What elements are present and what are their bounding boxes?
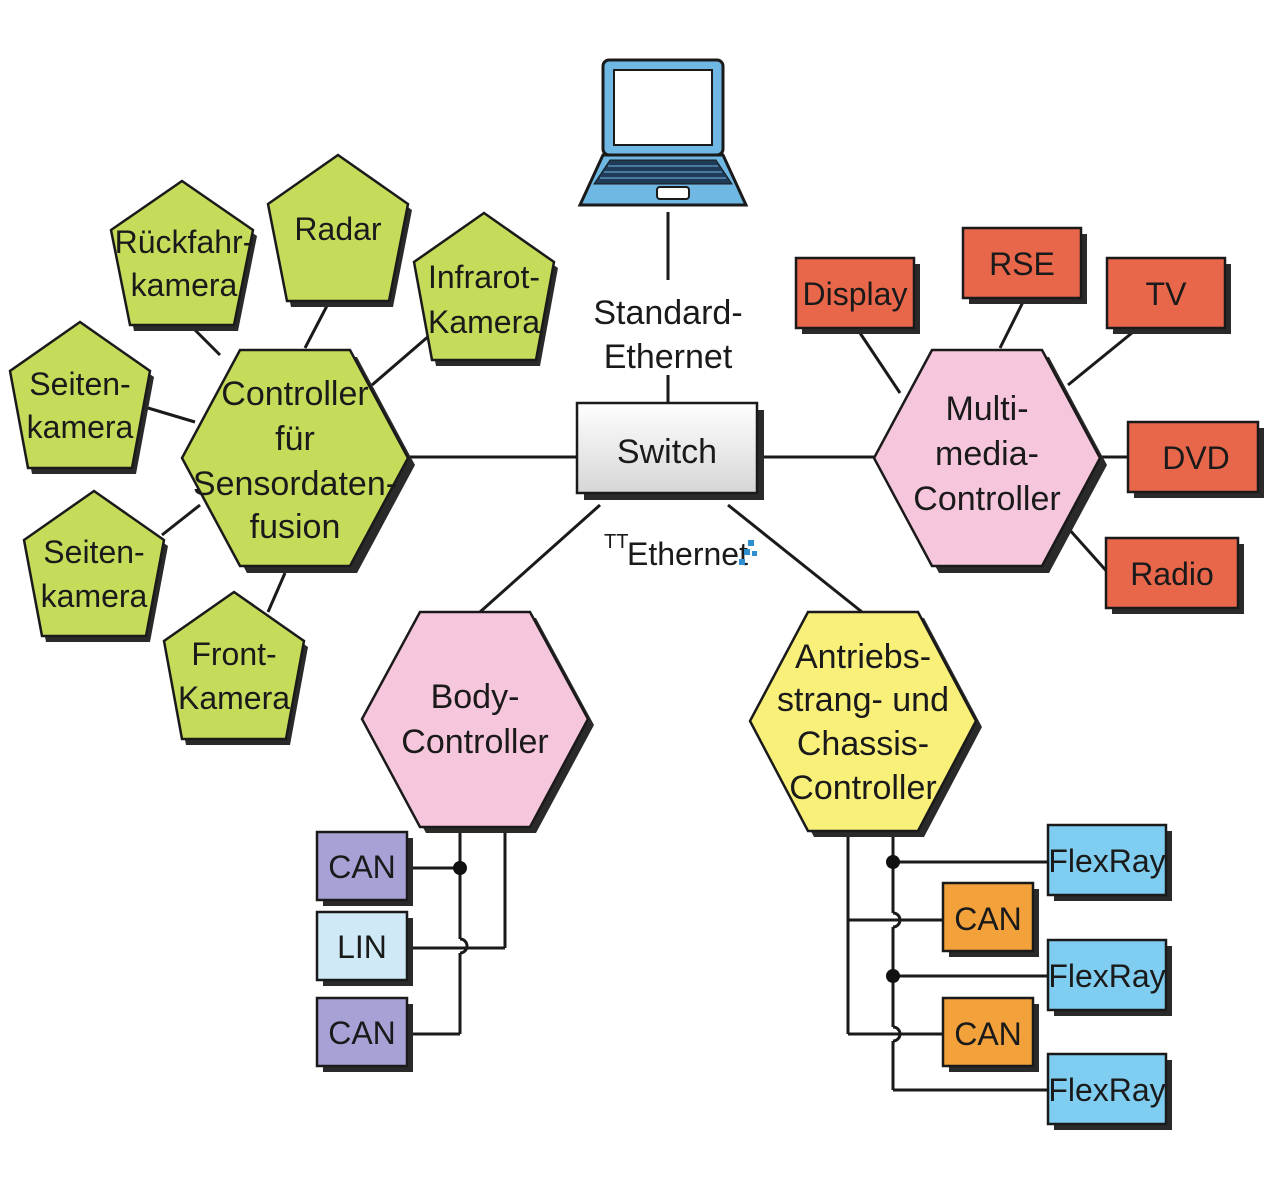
infrarot-kamera-node: Infrarot- Kamera [412,211,558,366]
sensor-fusion-controller: Controller für Sensordaten- fusion [180,348,415,573]
tv-node: TV [1105,256,1231,334]
rueckfahr-line2: kamera [131,267,238,303]
body-line2: Controller [401,723,548,761]
chassis-can-2-node: CAN [941,996,1039,1072]
seitenkamera1-line1: Seiten- [29,366,130,402]
flexray1-label: FlexRay [1048,843,1165,879]
sensor-controller-line1: Controller [221,375,368,413]
body-can-1-node: CAN [315,830,413,906]
standard-ethernet-label-line1: Standard- [593,294,742,332]
multimedia-cluster: Multi- media- Controller Display RSE TV … [794,226,1264,614]
front-kamera-node: Front- Kamera [162,590,308,745]
seitenkamera2-line2: kamera [41,578,148,614]
flexray2-label: FlexRay [1048,958,1165,994]
body-can-2-node: CAN [315,996,413,1072]
chassis-line1: Antriebs- [795,638,931,676]
chassis-flexray-3-node: FlexRay [1046,1052,1172,1130]
sensor-controller-line3: Sensordaten- [193,465,397,503]
radio-label: Radio [1130,556,1214,592]
chassis-line2: strang- und [777,681,949,719]
chassis-can1-label: CAN [954,901,1022,937]
ttethernet-label: TT Ethernet [604,531,757,572]
chassis-flexray-1-node: FlexRay [1046,823,1172,901]
chassis-flexray-2-node: FlexRay [1046,938,1172,1016]
radio-node: Radio [1104,536,1244,614]
seitenkamera-2-node: Seiten- kamera [22,489,168,642]
seitenkamera2-line1: Seiten- [43,534,144,570]
sensor-controller-line2: für [275,420,315,458]
chassis-can2-label: CAN [954,1016,1022,1052]
body-cluster: Body- Controller CAN LIN CAN [315,610,594,1072]
body-lin-node: LIN [315,910,413,986]
rueckfahr-line1: Rückfahr- [115,224,254,260]
seitenkamera1-line2: kamera [27,409,134,445]
multimedia-controller: Multi- media- Controller [872,348,1107,573]
chassis-cluster: Antriebs- strang- und Chassis- Controlle… [748,610,1172,1130]
ttethernet-text: Ethernet [627,536,748,572]
multimedia-line3: Controller [913,480,1060,518]
radar-label: Radar [294,211,382,247]
chassis-line4: Controller [789,769,936,807]
rse-node: RSE [961,226,1087,304]
display-node: Display [794,256,920,334]
multimedia-line1: Multi- [945,390,1028,428]
ttethernet-dots-icon [739,540,757,565]
switch-label: Switch [617,433,717,471]
ttethernet-prefix: TT [604,531,628,553]
display-label: Display [803,276,908,312]
sensor-controller-line4: fusion [250,508,341,546]
frontkamera-line2: Kamera [178,680,290,716]
infrarot-line2: Kamera [428,304,540,340]
multimedia-line2: media- [935,435,1039,473]
rueckfahrkamera-node: Rückfahr- kamera [109,179,257,331]
body-line1: Body- [431,678,520,716]
standard-ethernet-label-line2: Ethernet [604,338,733,376]
rse-label: RSE [989,246,1055,282]
frontkamera-line1: Front- [191,636,276,672]
body-can1-label: CAN [328,849,396,885]
chassis-controller: Antriebs- strang- und Chassis- Controlle… [748,610,982,837]
flexray3-label: FlexRay [1048,1072,1165,1108]
connection-lines [147,212,1139,1092]
laptop-icon [577,58,749,207]
sensor-fusion-cluster: Controller für Sensordaten- fusion Rückf… [8,153,558,745]
body-lin-label: LIN [337,929,387,965]
dvd-label: DVD [1162,440,1230,476]
infrarot-line1: Infrarot- [428,259,540,295]
body-can2-label: CAN [328,1015,396,1051]
body-controller: Body- Controller [360,610,594,833]
dvd-node: DVD [1126,420,1264,498]
tv-label: TV [1146,276,1188,312]
chassis-line3: Chassis- [797,725,929,763]
radar-node: Radar [266,153,412,307]
chassis-can-1-node: CAN [941,881,1039,957]
switch-box: Switch [575,401,764,500]
seitenkamera-1-node: Seiten- kamera [8,320,154,474]
